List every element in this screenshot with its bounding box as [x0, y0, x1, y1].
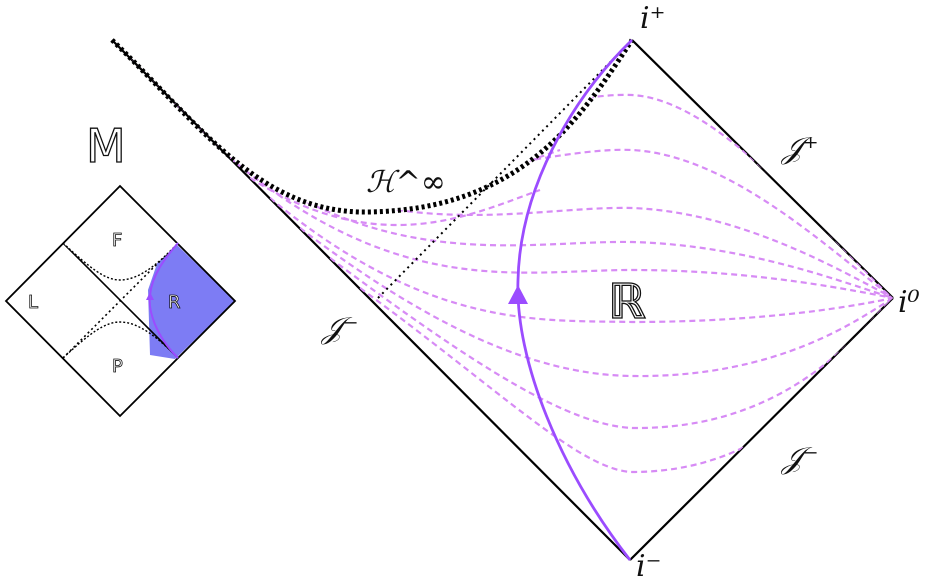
- observer-worldline: [516, 38, 633, 561]
- label-region-main: ℝ: [608, 274, 646, 330]
- label-scri-minus-left: 𝒥⁻: [320, 311, 359, 346]
- slice-7: [299, 227, 893, 378]
- label-scri-minus-right: 𝒥⁻: [780, 441, 819, 476]
- label-i-minus: i⁻: [636, 549, 661, 580]
- future-null-boundary-right: [631, 39, 894, 299]
- slice-6: [269, 197, 893, 324]
- label-horizon: ℋ^∞: [366, 165, 446, 200]
- inset-arrow-icon: [146, 292, 154, 300]
- slice-5: [229, 157, 893, 300]
- slice-4: [199, 127, 893, 300]
- dotted-null-line: [377, 39, 633, 299]
- worldline-arrow-icon: [508, 285, 528, 304]
- dashed-slices: [129, 57, 893, 474]
- inset-label-past: P: [112, 356, 123, 377]
- inset-label-right: R: [168, 292, 181, 313]
- slice-3: [174, 102, 893, 299]
- horizon-curve: [110, 38, 635, 215]
- slice-10: [249, 177, 541, 227]
- past-null-boundary-right: [629, 297, 894, 561]
- inset-label-left: L: [28, 292, 38, 313]
- inset-region-fill: [148, 243, 235, 359]
- inset-past-horizon: [62, 321, 179, 359]
- slice-8: [329, 257, 893, 430]
- label-spacetime: M: [86, 119, 126, 173]
- label-i-zero: i⁰: [898, 285, 920, 320]
- label-scri-plus: 𝒥⁺: [780, 131, 819, 166]
- inset-diagram: F P L R: [4, 184, 237, 418]
- inset-label-future: F: [112, 230, 122, 251]
- inset-future-horizon: [62, 242, 179, 281]
- label-i-plus: i⁺: [640, 1, 665, 36]
- inset-outline: [4, 184, 237, 418]
